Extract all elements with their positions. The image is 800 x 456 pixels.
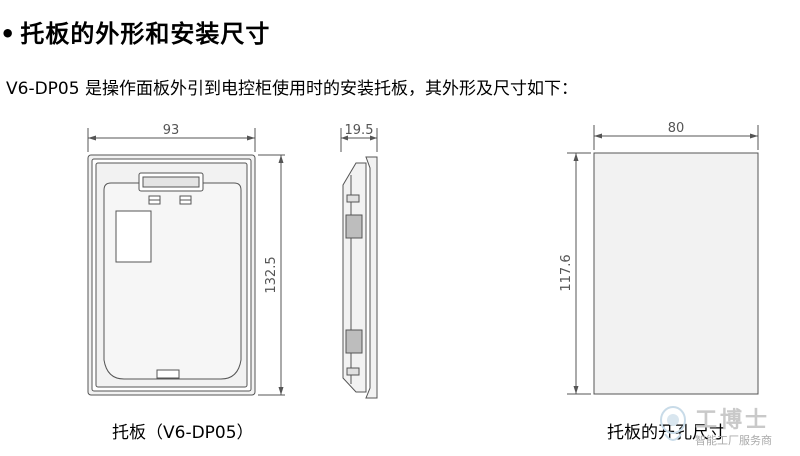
- cutout-width-label: 80: [668, 121, 685, 136]
- section-heading: •托板的外形和安装尺寸: [0, 14, 270, 48]
- heading-bullet: •: [0, 20, 17, 48]
- intro-paragraph: V6-DP05 是操作面板外引到电控柜使用时的安装托板，其外形及尺寸如下：: [6, 79, 578, 99]
- watermark-subtitle: 智能工厂服务商: [695, 434, 772, 447]
- cutout-caption: 托板的开孔尺寸: [607, 423, 726, 443]
- cutout-view: [567, 125, 759, 395]
- tray-caption: 托板（V6-DP05）: [112, 423, 254, 443]
- tray-depth-label: 19.5: [345, 123, 374, 138]
- tray-side-view: [340, 128, 378, 399]
- cutout-height-label: 117.6: [559, 254, 574, 291]
- tray-width-label: 93: [163, 123, 180, 138]
- watermark: 工博士 智能工厂服务商: [655, 400, 795, 452]
- watermark-logo-icon: [660, 406, 686, 441]
- tray-front-view: [87, 128, 285, 396]
- watermark-title: 工博士: [695, 407, 771, 433]
- tray-height-label: 132.5: [264, 256, 279, 293]
- heading-text: 托板的外形和安装尺寸: [20, 20, 271, 48]
